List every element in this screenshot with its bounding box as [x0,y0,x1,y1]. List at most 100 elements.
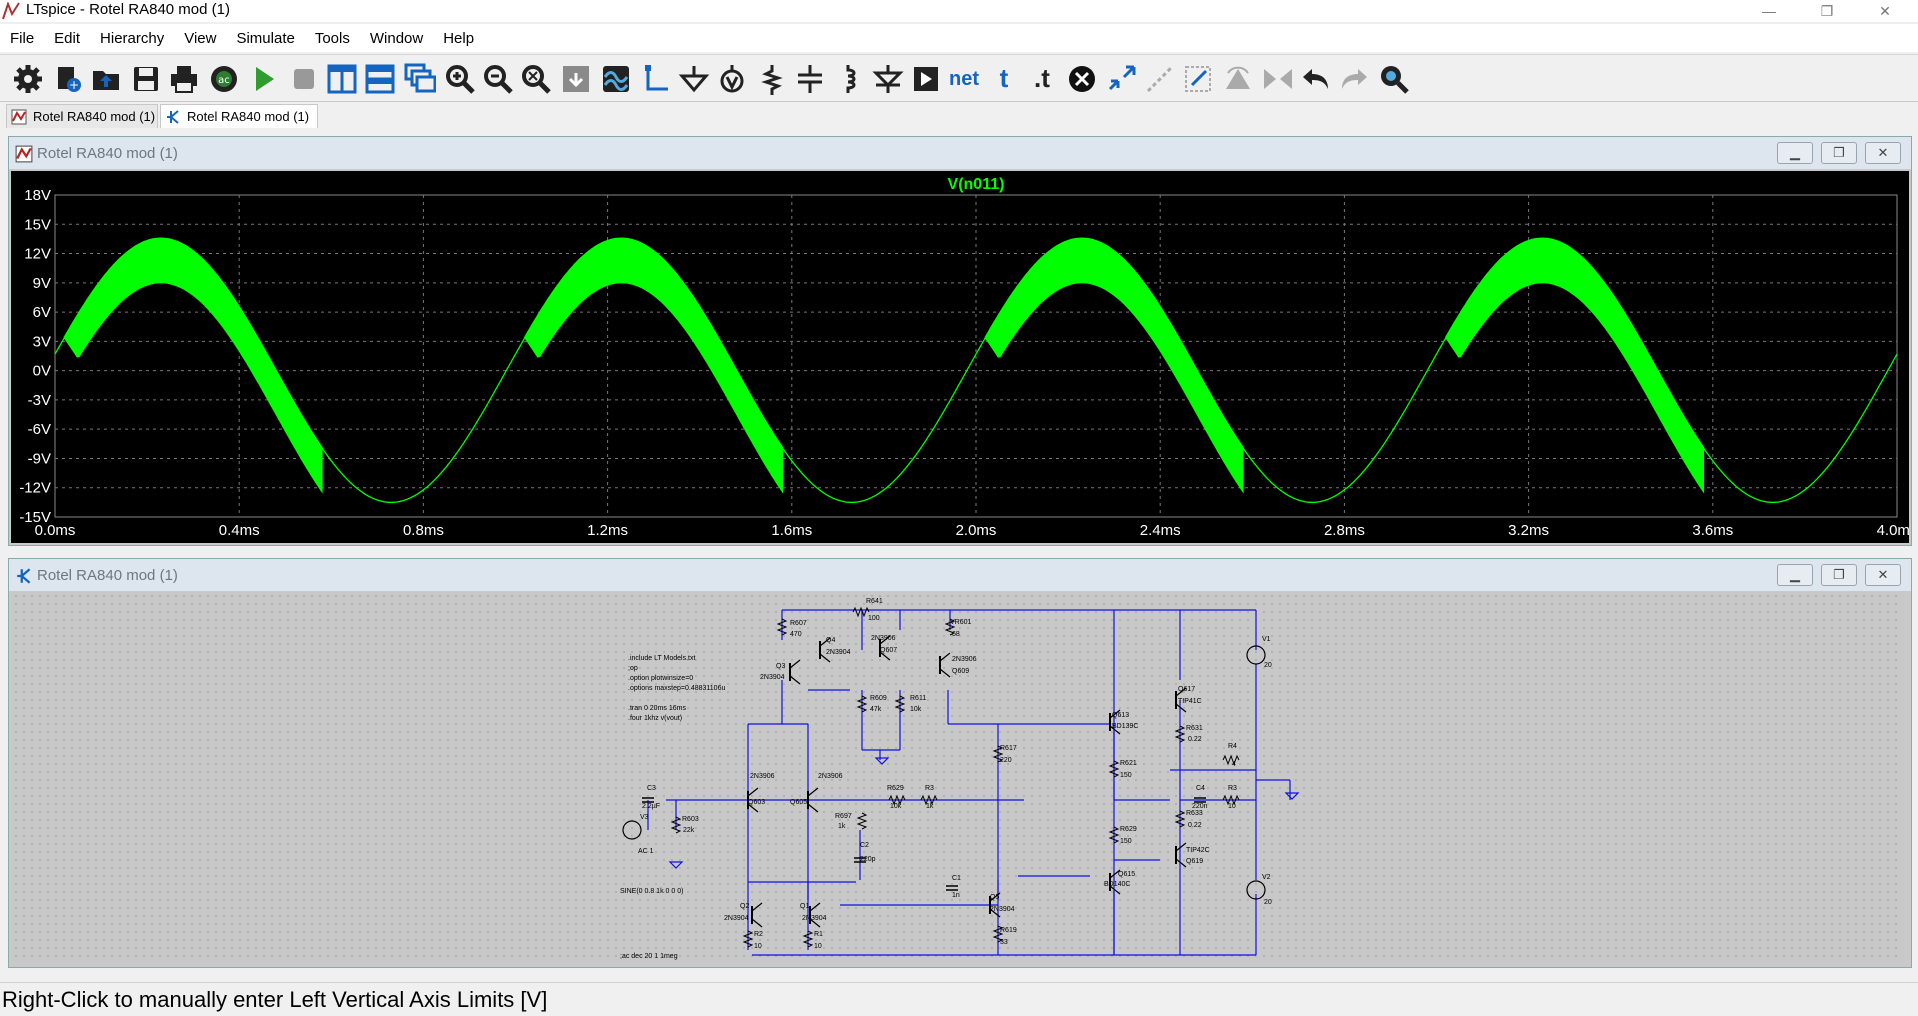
resistor-icon[interactable] [756,63,788,95]
ac-analysis-icon[interactable]: ac [208,63,240,95]
zoom-back-icon[interactable] [560,63,592,95]
schematic-minimize-button[interactable]: ▁ [1777,564,1813,586]
menu-edit[interactable]: Edit [54,29,81,47]
series-oscillation-band [63,237,323,494]
open-icon[interactable] [90,63,122,95]
ground-symbol [874,757,890,765]
delete-icon[interactable] [1066,63,1098,95]
tile-vertical-icon[interactable] [326,63,358,95]
minimize-button[interactable]: — [1762,3,1776,19]
status-text: Right-Click to manually enter Left Verti… [2,987,548,1012]
autorange-icon[interactable] [600,63,632,95]
schematic-label: BD140C [1104,881,1130,888]
schematic-label: .include LT Models.txt [628,655,695,662]
resistor-symbol [944,618,956,636]
waveform-window-titlebar: Rotel RA840 mod (1) ▁ ❐ ✕ [9,137,1911,169]
label-icon[interactable] [716,63,748,95]
halt-icon[interactable] [288,63,320,95]
menu-view[interactable]: View [184,29,217,47]
waveform-minimize-button[interactable]: ▁ [1777,142,1813,164]
schematic-label: R697 [835,813,852,820]
zoom-out-icon[interactable] [482,63,514,95]
tab-schematic[interactable]: Rotel RA840 mod (1) [160,104,318,128]
ground-symbol [1284,792,1300,800]
diode-icon[interactable] [872,63,904,95]
inductor-icon[interactable] [832,63,864,95]
menu-help[interactable]: Help [443,29,475,47]
schematic-label: 20 [1264,662,1272,669]
schematic-label: BD139C [1112,723,1138,730]
tab-waveform[interactable]: Rotel RA840 mod (1) [6,104,158,128]
rotate-icon[interactable] [1222,63,1254,95]
schematic-label: Q615 [1118,871,1135,878]
schematic-canvas[interactable]: .include LT Models.txt;op.option plotwin… [12,592,1903,963]
new-schematic-icon[interactable]: + [52,63,84,95]
schematic-label: 47k [870,706,882,713]
undo-icon[interactable] [1300,63,1332,95]
schematic-label: Q605 [790,799,807,806]
maximize-button[interactable]: ❐ [1820,2,1834,19]
netname-label[interactable]: net [949,68,979,90]
close-button[interactable]: ✕ [1879,2,1891,19]
resistor-symbol [920,794,938,806]
schematic-label: R4 [1228,743,1237,750]
tile-horizontal-icon[interactable] [364,63,396,95]
x-tick-label: 3.6ms [1692,522,1733,539]
svg-text:ac: ac [218,75,230,86]
schematic-label: Q4 [826,637,835,644]
schematic-maximize-button[interactable]: ❐ [1821,564,1857,586]
schematic-label: Q617 [1178,686,1195,693]
wire-icon[interactable] [640,63,672,95]
gear-icon[interactable] [12,63,44,95]
schematic-label: 68 [952,631,960,638]
component-icon[interactable] [910,63,942,95]
waveform-maximize-button[interactable]: ❐ [1821,142,1857,164]
x-tick-label: 2.0ms [956,522,997,539]
zoom-in-icon[interactable] [444,63,476,95]
print-icon[interactable] [168,63,200,95]
schematic-drawing[interactable]: .include LT Models.txt;op.option plotwin… [12,592,1903,963]
menu-file[interactable]: File [10,29,35,47]
transistor-collector [809,902,821,912]
schematic-label: 0.22 [1188,736,1202,743]
schematic-label: 22k [683,827,695,834]
y-tick-label: 3V [33,333,51,350]
schematic-label: Q619 [1186,858,1203,865]
x-tick-label: 2.4ms [1140,522,1181,539]
duplicate-icon[interactable] [1106,63,1138,95]
mirror-icon[interactable] [1262,63,1294,95]
menu-tools[interactable]: Tools [314,29,350,47]
transistor-collector [879,635,891,645]
x-tick-label: 0.0ms [35,522,76,539]
ground-icon[interactable] [678,63,710,95]
schematic-label: .tran 0 20ms 16ms [628,705,686,712]
schematic-label: R621 [1120,760,1137,767]
capacitor-icon[interactable] [794,63,826,95]
menu-simulate[interactable]: Simulate [236,29,295,47]
x-tick-label: 1.6ms [771,522,812,539]
schematic-label: 2N3904 [724,915,749,922]
redo-icon[interactable] [1338,63,1370,95]
text-icon[interactable]: t [999,63,1009,93]
menu-window[interactable]: Window [369,29,424,47]
run-icon[interactable] [248,63,280,95]
menu-hierarchy[interactable]: Hierarchy [100,29,165,47]
drag-icon[interactable] [1182,63,1214,95]
voltage-source [1246,880,1266,900]
x-tick-label: 0.4ms [219,522,260,539]
schematic-close-button[interactable]: ✕ [1865,564,1901,586]
schematic-label: C3 [647,785,656,792]
schematic-label: R633 [1186,810,1203,817]
cascade-icon[interactable] [404,63,436,95]
spice-directive-icon[interactable]: .t [1034,63,1050,93]
save-icon[interactable] [130,63,162,95]
schematic-label: 2N3904 [802,915,827,922]
find-icon[interactable] [1378,63,1410,95]
transistor-emitter [751,918,763,928]
move-icon[interactable] [1144,63,1176,95]
resistor-symbol [802,930,814,948]
waveform-close-button[interactable]: ✕ [1865,142,1901,164]
zoom-fit-icon[interactable] [520,63,552,95]
